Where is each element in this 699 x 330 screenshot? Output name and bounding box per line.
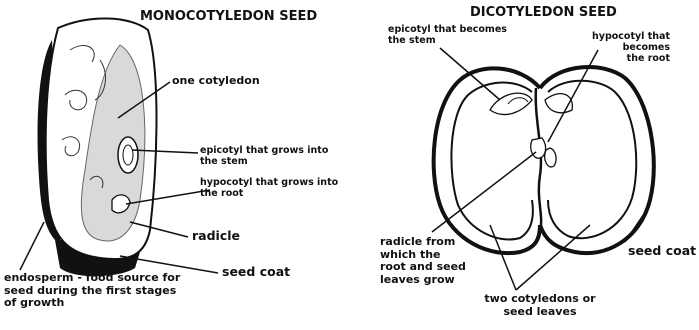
dicot-radicle-label: radicle from which the root and seed lea… <box>380 236 466 287</box>
monocot-seed <box>20 18 218 276</box>
monocot-hypocotyl-label: hypocotyl that grows into the root <box>200 178 338 200</box>
monocot-endosperm-label: endosperm - food source for seed during … <box>4 272 180 310</box>
dicot-hypocotyl-label: hypocotyl that becomes the root <box>590 32 670 65</box>
monocot-title: MONOCOTYLEDON SEED <box>140 10 317 25</box>
dicot-seed-coat-label: seed coat <box>628 244 696 258</box>
dicot-radicle-shape <box>545 148 556 167</box>
dicot-title: DICOTYLEDON SEED <box>470 6 617 21</box>
monocot-radicle-label: radicle <box>192 229 240 243</box>
monocot-epicotyl-label: epicotyl that grows into the stem <box>200 146 328 168</box>
monocot-one-cotyledon-label: one cotyledon <box>172 75 260 88</box>
monocot-seed-coat-label: seed coat <box>222 265 290 279</box>
dicot-cotyledons-label: two cotyledons or seed leaves <box>470 293 610 318</box>
dicot-epicotyl-label: epicotyl that becomes the stem <box>388 25 507 47</box>
monocot-epicotyl-shape <box>118 137 138 173</box>
